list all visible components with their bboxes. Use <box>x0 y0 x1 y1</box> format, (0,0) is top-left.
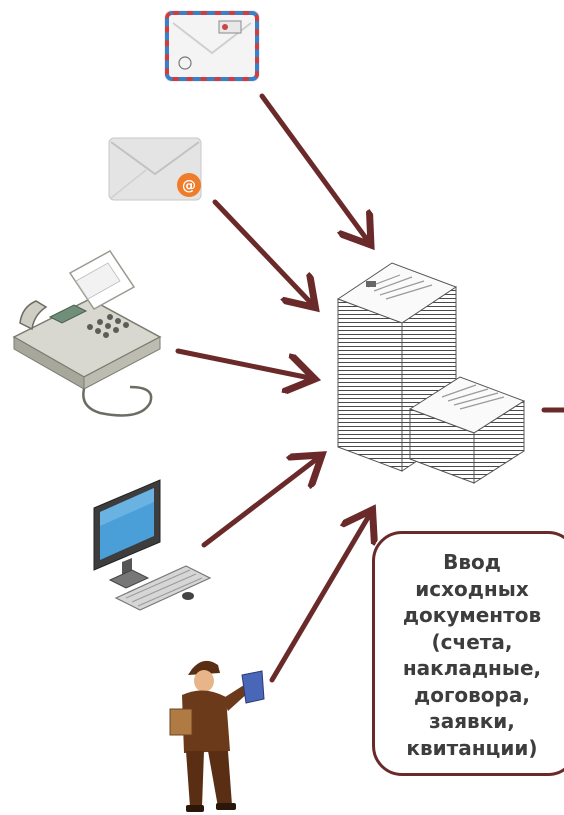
document-stack-icon <box>332 259 528 485</box>
courier-icon <box>160 655 270 815</box>
arrow-from-courier <box>269 514 370 683</box>
input-documents-box <box>372 531 564 776</box>
input-documents-label: Ввод исходных документов (счета, накладн… <box>402 550 542 760</box>
arrow-from-fax <box>175 348 310 378</box>
arrow-from-computer <box>201 458 318 548</box>
arrow-from-postal <box>259 93 368 241</box>
computer-icon <box>86 478 214 616</box>
fax-machine-icon <box>10 237 168 427</box>
svg-text:@: @ <box>182 178 196 194</box>
postal-envelope-icon <box>163 9 261 83</box>
arrow-from-email <box>212 199 312 304</box>
email-envelope-icon: @ <box>106 134 204 204</box>
